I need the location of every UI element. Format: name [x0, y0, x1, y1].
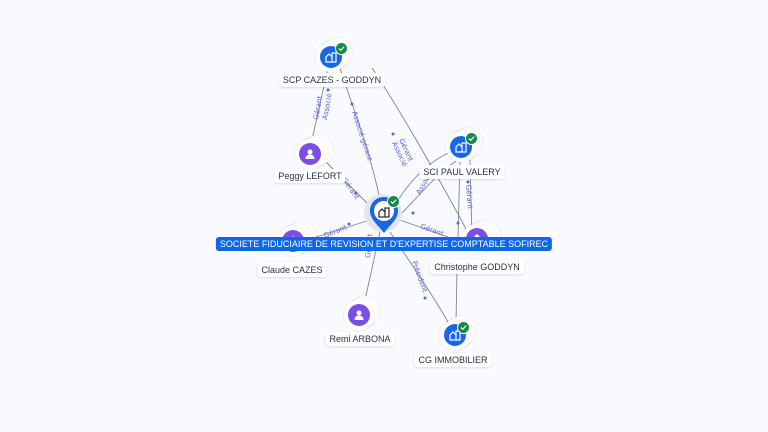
node-label[interactable]: Peggy LEFORT: [274, 169, 346, 183]
arrow-marker: [326, 88, 330, 92]
node-remi-arbona[interactable]: [344, 296, 384, 336]
verified-check-icon: [465, 132, 478, 145]
arrow-marker: [423, 296, 427, 300]
building-icon: [378, 205, 390, 223]
main-node-sofirec[interactable]: [362, 190, 406, 238]
verified-check-icon: [335, 42, 348, 55]
person-icon: [299, 143, 321, 165]
edge-christophe-cg: [455, 269, 458, 323]
main-node-label[interactable]: SOCIETE FIDUCIAIRE DE REVISION ET D'EXPE…: [215, 237, 553, 251]
node-label[interactable]: CG IMMOBILIER: [414, 353, 492, 367]
arrow-marker: [466, 180, 470, 184]
node-cg-immobilier[interactable]: [440, 316, 480, 356]
arrow-marker: [411, 211, 415, 215]
person-icon: [348, 304, 370, 326]
node-scp-cazes-goddyn[interactable]: [316, 38, 356, 78]
edge-peggy-main: [323, 159, 373, 209]
node-label[interactable]: Claude CAZES: [257, 263, 327, 277]
node-sci-paul-valery[interactable]: [446, 128, 486, 168]
edge-label: Président: [410, 260, 429, 294]
edge-main-sci-2: [399, 159, 459, 216]
arrow-marker: [350, 102, 354, 106]
edge-label: Gérant: [419, 222, 445, 238]
edge-label: Associé gérant: [350, 110, 374, 162]
arrow-marker: [391, 132, 395, 136]
node-label[interactable]: Christophe GODDYN: [430, 260, 524, 274]
node-label[interactable]: Remi ARBONA: [325, 332, 395, 346]
node-label[interactable]: SCP CAZES - GODDYN: [278, 73, 386, 87]
node-label[interactable]: SCI PAUL VALERY: [419, 165, 505, 179]
edge-label: Gérant: [464, 184, 474, 209]
arrow-marker: [456, 221, 460, 225]
verified-check-icon: [457, 321, 470, 334]
arrow-marker: [354, 191, 358, 195]
node-peggy-lefort[interactable]: [295, 135, 335, 175]
arrow-marker: [347, 222, 351, 226]
verified-check-icon: [387, 195, 400, 208]
